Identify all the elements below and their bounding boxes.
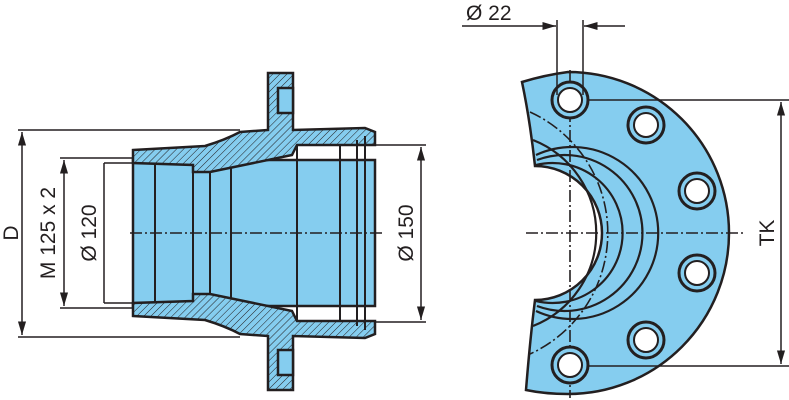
bolt-hole (626, 320, 666, 360)
label-thread: M 125 x 2 (37, 187, 60, 279)
label-hole-diameter: Ø 22 (466, 2, 512, 25)
bolt-hole (626, 105, 666, 145)
label-bolt-circle: TK (756, 220, 779, 247)
side-view: D M 125 x 2 Ø 120 Ø 150 (0, 71, 426, 392)
bolt-hole (677, 171, 717, 211)
front-dimension-lines (462, 20, 789, 367)
flange-hole-bottom (276, 348, 295, 377)
flange-hole-top (276, 86, 295, 115)
label-outer-diameter: D (0, 225, 23, 240)
bolt-hole (550, 345, 590, 385)
label-inner-diameter: Ø 120 (78, 204, 101, 261)
label-bore-diameter: Ø 150 (395, 204, 418, 261)
front-view: Ø 22 TK (462, 2, 789, 398)
upper-wall-section (131, 71, 377, 174)
bolt-holes (550, 80, 717, 385)
bolt-hole (677, 253, 717, 293)
lower-wall-section (131, 292, 377, 392)
bolt-hole (550, 80, 590, 120)
dimension-lines (17, 129, 426, 338)
